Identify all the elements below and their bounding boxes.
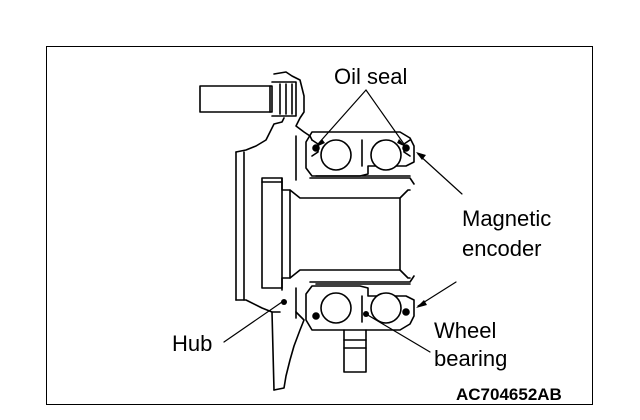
diagram-frame [46, 46, 593, 405]
bearing-dot [363, 311, 369, 317]
wheel-bearing-label-line2: bearing [434, 346, 508, 371]
oil-seal-arrow-left [316, 139, 325, 147]
knuckle-bracket [343, 329, 367, 373]
oil-seal-arrow-right [397, 139, 406, 147]
hub-body [235, 71, 411, 391]
oil-seal-label: Oil seal [334, 64, 408, 89]
hub-label: Hub [172, 331, 213, 356]
wheel-stud [199, 81, 297, 117]
hub-dot [281, 299, 287, 305]
magnetic-encoder-label-line1: Magnetic [462, 206, 552, 231]
oil-seals [311, 139, 411, 320]
encoder-arrow-lower [416, 300, 427, 308]
figure-code: AC704652AB [456, 385, 562, 404]
wheel-bearing-label-line1: Wheel [434, 318, 497, 343]
arrow-heads [281, 139, 427, 317]
wheel-bearing [305, 131, 415, 331]
encoder-arrow-upper [416, 152, 426, 160]
magnetic-encoder-label-line2: encoder [462, 236, 542, 261]
